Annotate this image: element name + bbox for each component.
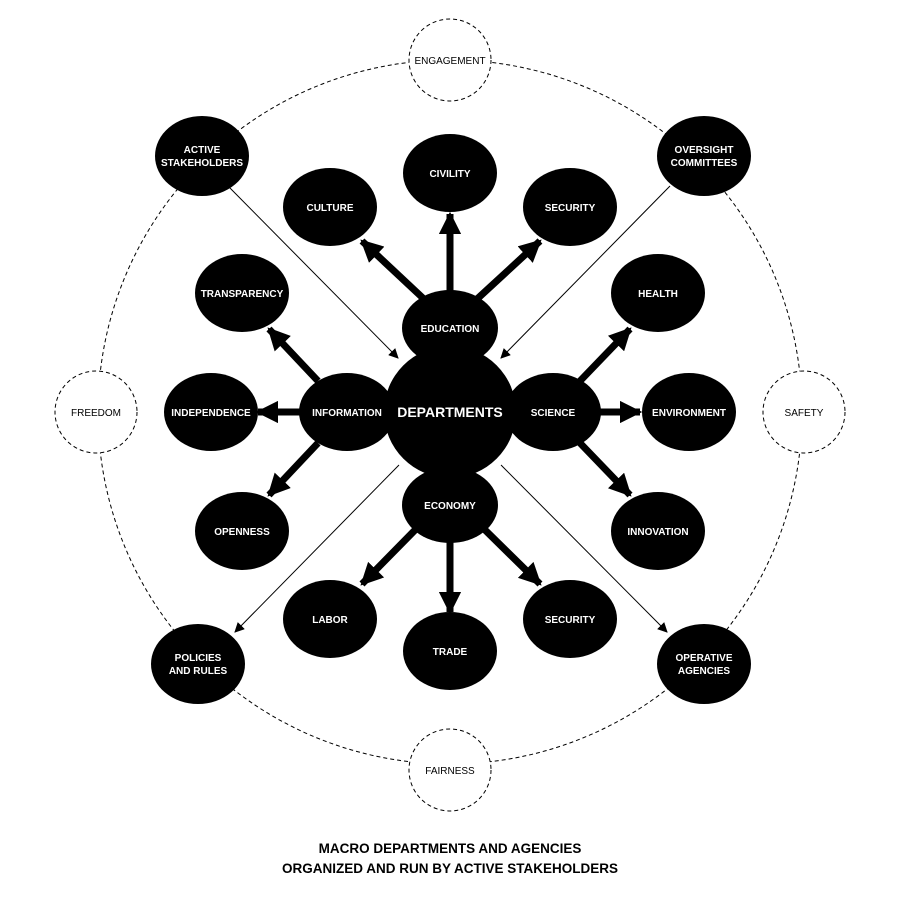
corner-nodes: ACTIVE STAKEHOLDERS OVERSIGHT COMMITTEES…	[151, 116, 751, 704]
value-safety: SAFETY	[762, 370, 846, 454]
corner-policies-and-rules-line2: AND RULES	[169, 666, 228, 677]
diagram-title: MACRO DEPARTMENTS AND AGENCIES ORGANIZED…	[282, 841, 618, 876]
branch-innovation-label: INNOVATION	[627, 527, 688, 538]
hub-economy: ECONOMY	[402, 467, 498, 543]
branch-culture: CULTURE	[283, 168, 377, 246]
arrow-science-innovation	[577, 440, 633, 498]
branch-trade: TRADE	[403, 612, 497, 690]
arrow-information-transparency	[266, 326, 321, 384]
arrow-science-health	[577, 326, 633, 384]
branch-transparency: TRANSPARENCY	[195, 254, 289, 332]
branch-civility-label: CIVILITY	[429, 169, 470, 180]
center-node: DEPARTMENTS	[384, 346, 516, 478]
branch-trade-label: TRADE	[433, 647, 468, 658]
connector-top-left	[227, 185, 399, 359]
branch-civility: CIVILITY	[403, 134, 497, 212]
hub-science-label: SCIENCE	[531, 408, 576, 419]
hub-economy-label: ECONOMY	[424, 501, 476, 512]
hub-education: EDUCATION	[402, 290, 498, 366]
branch-health-label: HEALTH	[638, 289, 678, 300]
value-engagement-label: ENGAGEMENT	[414, 56, 485, 67]
branch-security-bottom: SECURITY	[523, 580, 617, 658]
branch-labor-label: LABOR	[312, 615, 348, 626]
corner-active-stakeholders-line1: ACTIVE	[184, 145, 221, 156]
corner-policies-and-rules-line1: POLICIES	[175, 653, 222, 664]
branch-openness-label: OPENNESS	[214, 527, 270, 538]
branch-labor: LABOR	[283, 580, 377, 658]
branch-environment: ENVIRONMENT	[642, 373, 736, 451]
corner-oversight-committees: OVERSIGHT COMMITTEES	[657, 116, 751, 196]
branch-security-top: SECURITY	[523, 168, 617, 246]
value-fairness: FAIRNESS	[408, 728, 492, 812]
branch-innovation: INNOVATION	[611, 492, 705, 570]
corner-active-stakeholders-line2: STAKEHOLDERS	[161, 158, 243, 169]
branch-independence-label: INDEPENDENCE	[171, 408, 251, 419]
hub-nodes: EDUCATION INFORMATION SCIENCE ECONOMY	[299, 290, 601, 543]
value-freedom-label: FREEDOM	[71, 408, 121, 419]
branch-openness: OPENNESS	[195, 492, 289, 570]
hub-science: SCIENCE	[505, 373, 601, 451]
value-circles: ENGAGEMENT FREEDOM SAFETY FAIRNESS	[54, 18, 846, 812]
arrow-information-openness	[266, 440, 321, 498]
hub-education-label: EDUCATION	[421, 324, 480, 335]
arrow-education-culture	[359, 238, 428, 303]
corner-policies-and-rules: POLICIES AND RULES	[151, 624, 245, 704]
branch-nodes: CULTURE CIVILITY SECURITY TRANSPARENCY I…	[164, 134, 736, 690]
connector-bottom-right	[500, 464, 668, 633]
hub-information: INFORMATION	[299, 373, 395, 451]
hub-information-label: INFORMATION	[312, 408, 382, 419]
branch-security-top-label: SECURITY	[545, 203, 596, 214]
center-label: DEPARTMENTS	[397, 404, 503, 420]
branch-health: HEALTH	[611, 254, 705, 332]
arrow-economy-labor	[359, 524, 421, 587]
branch-independence: INDEPENDENCE	[164, 373, 258, 451]
value-freedom: FREEDOM	[54, 370, 138, 454]
title-line-1: MACRO DEPARTMENTS AND AGENCIES	[319, 841, 582, 856]
corner-oversight-committees-line2: COMMITTEES	[671, 158, 738, 169]
hub-arrows	[255, 211, 643, 615]
corner-operative-agencies-line1: OPERATIVE	[675, 653, 732, 664]
corner-oversight-committees-line1: OVERSIGHT	[675, 145, 734, 156]
value-engagement: ENGAGEMENT	[408, 18, 492, 102]
title-line-2: ORGANIZED AND RUN BY ACTIVE STAKEHOLDERS	[282, 861, 618, 876]
corner-connectors	[227, 185, 671, 633]
value-safety-label: SAFETY	[785, 408, 824, 419]
arrow-economy-security	[479, 524, 543, 587]
connector-bottom-left	[234, 464, 400, 633]
branch-culture-label: CULTURE	[306, 203, 353, 214]
value-fairness-label: FAIRNESS	[425, 766, 475, 777]
branch-security-bottom-label: SECURITY	[545, 615, 596, 626]
corner-active-stakeholders: ACTIVE STAKEHOLDERS	[155, 116, 249, 196]
branch-transparency-label: TRANSPARENCY	[201, 289, 284, 300]
connector-top-right	[500, 185, 671, 359]
branch-environment-label: ENVIRONMENT	[652, 408, 726, 419]
arrow-education-security	[473, 238, 543, 303]
corner-operative-agencies-line2: AGENCIES	[678, 666, 731, 677]
corner-operative-agencies: OPERATIVE AGENCIES	[657, 624, 751, 704]
